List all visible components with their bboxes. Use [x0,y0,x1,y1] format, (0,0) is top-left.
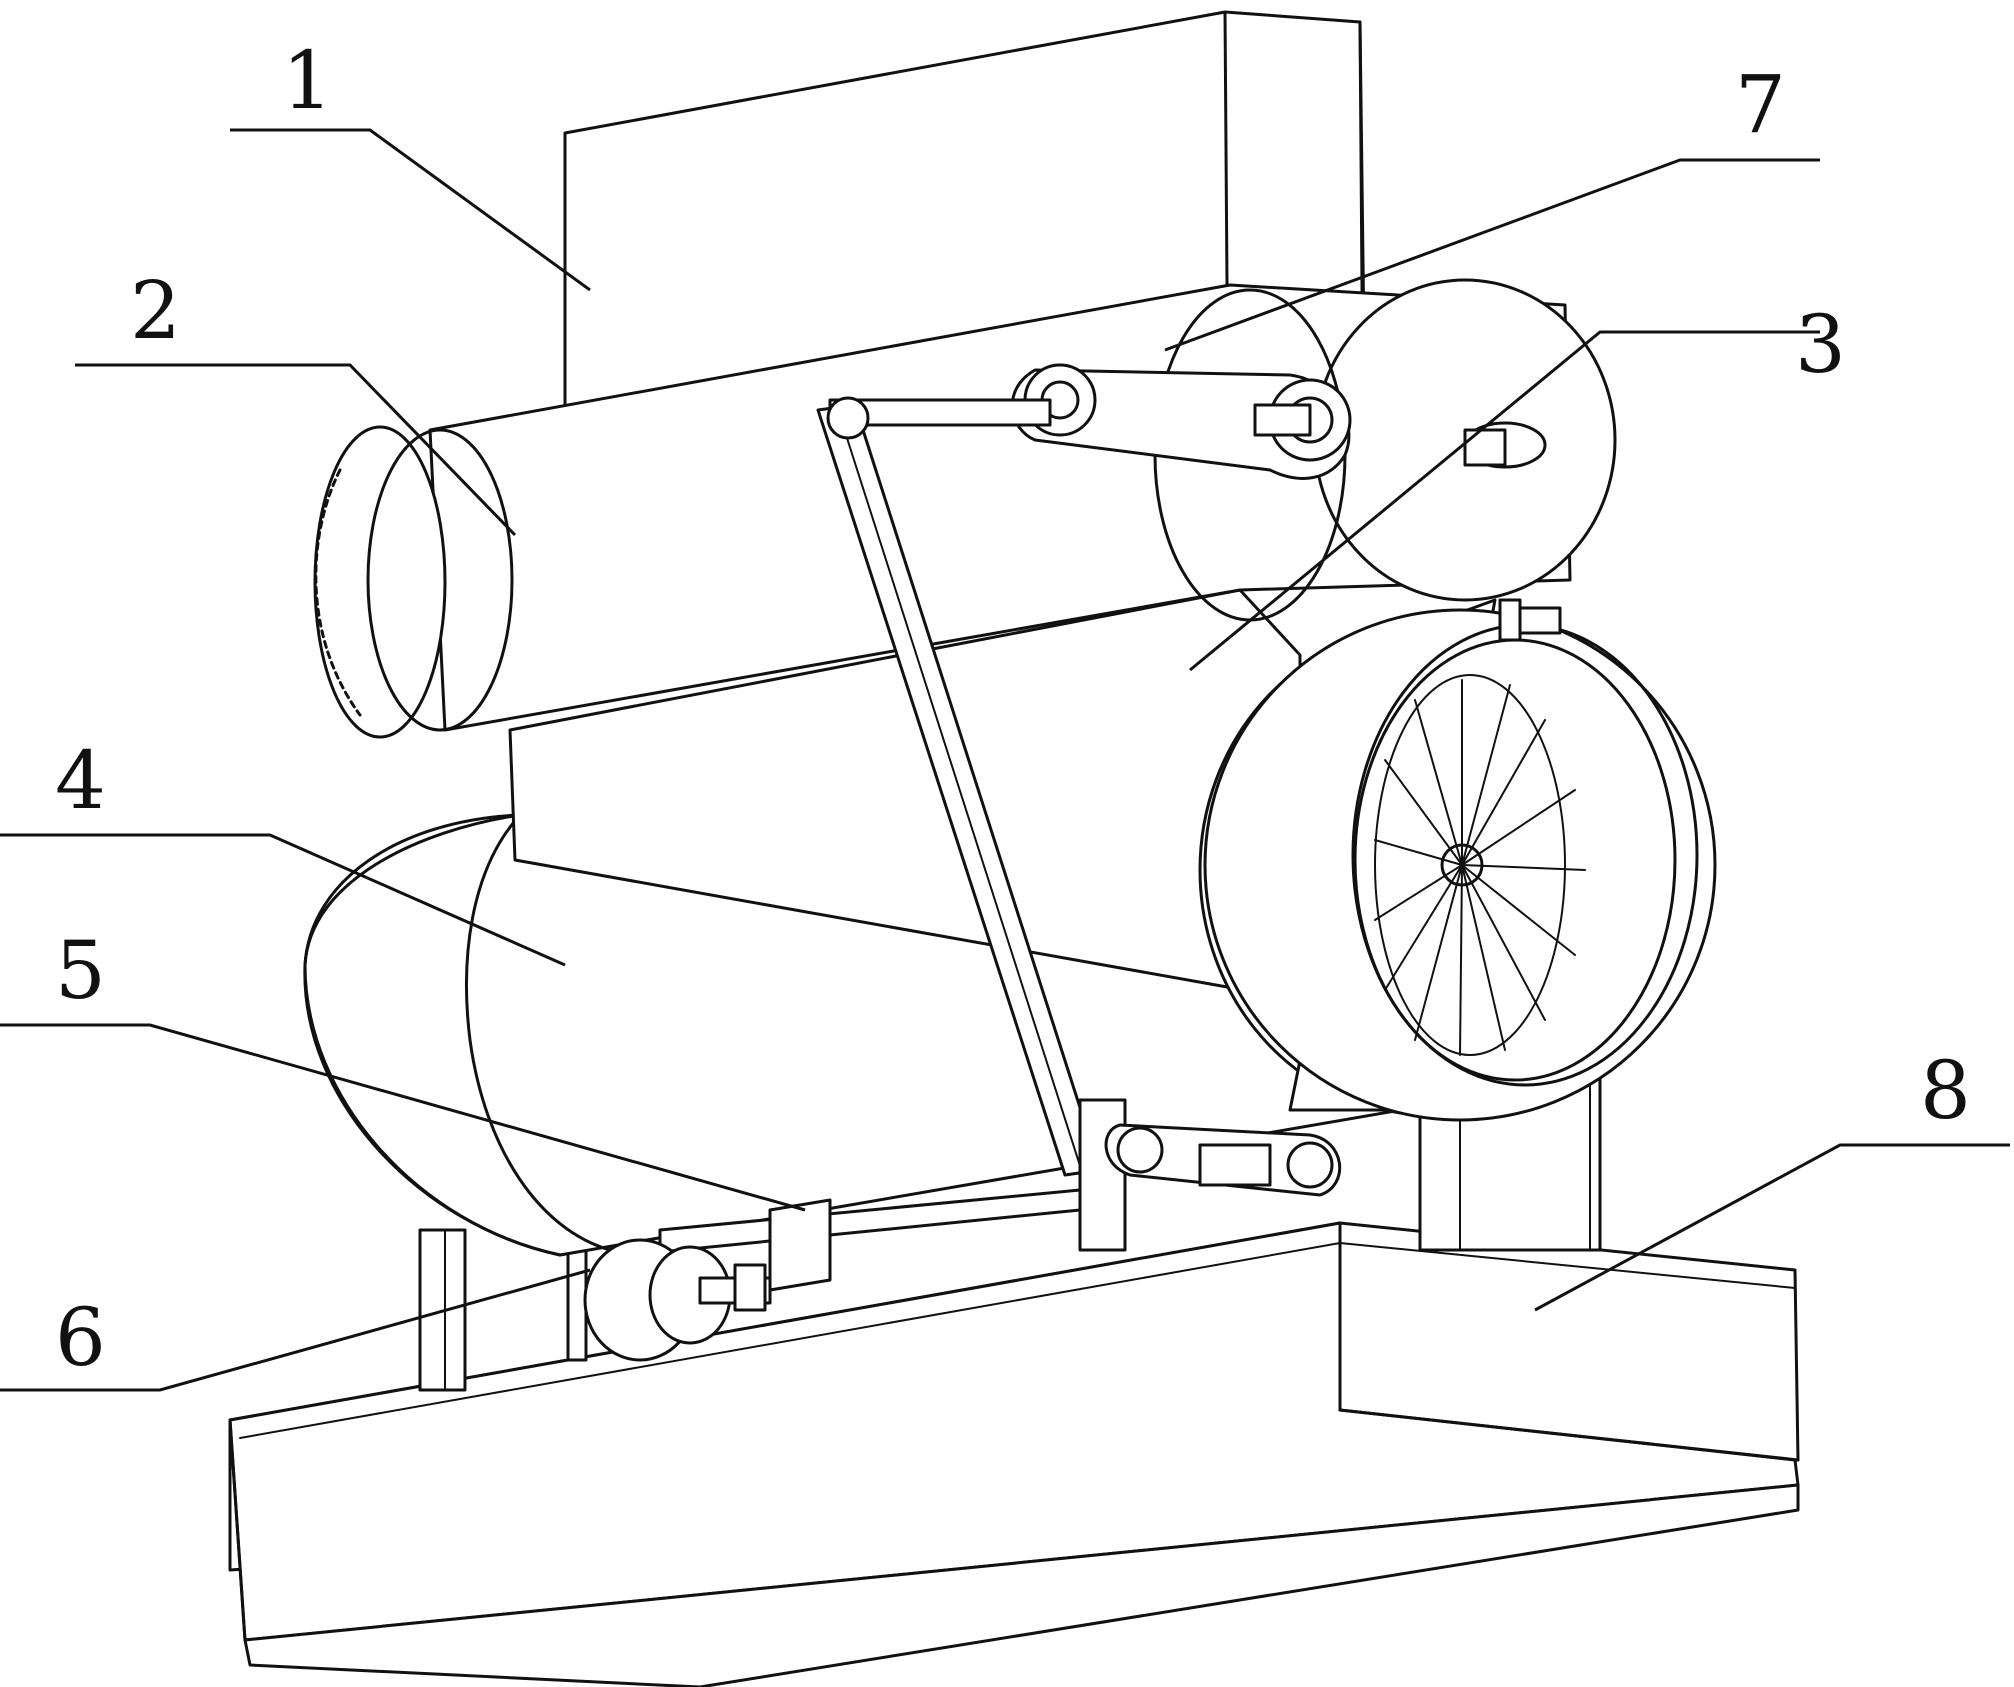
callout-2: 2 [130,264,181,357]
callout-7: 7 [1735,58,1786,151]
callout-3: 3 [1795,298,1846,391]
callout-8: 8 [1920,1044,1971,1137]
callout-6: 6 [55,1291,106,1384]
callout-4: 4 [55,734,106,827]
middle-body [508,588,1717,1122]
base-tray [228,1221,1800,1687]
callout-5: 5 [55,924,106,1017]
leader-lines [0,128,2010,1392]
diagonal-belt [816,396,1102,1177]
fan-wheel [1374,674,1586,1056]
rod-and-motor [583,1188,1082,1362]
bottom-drive [1078,1098,1342,1252]
belt-drive [1010,363,1547,480]
callout-labels: 1 2 3 4 5 6 7 8 [55,34,1971,1384]
callout-1: 1 [282,34,333,127]
